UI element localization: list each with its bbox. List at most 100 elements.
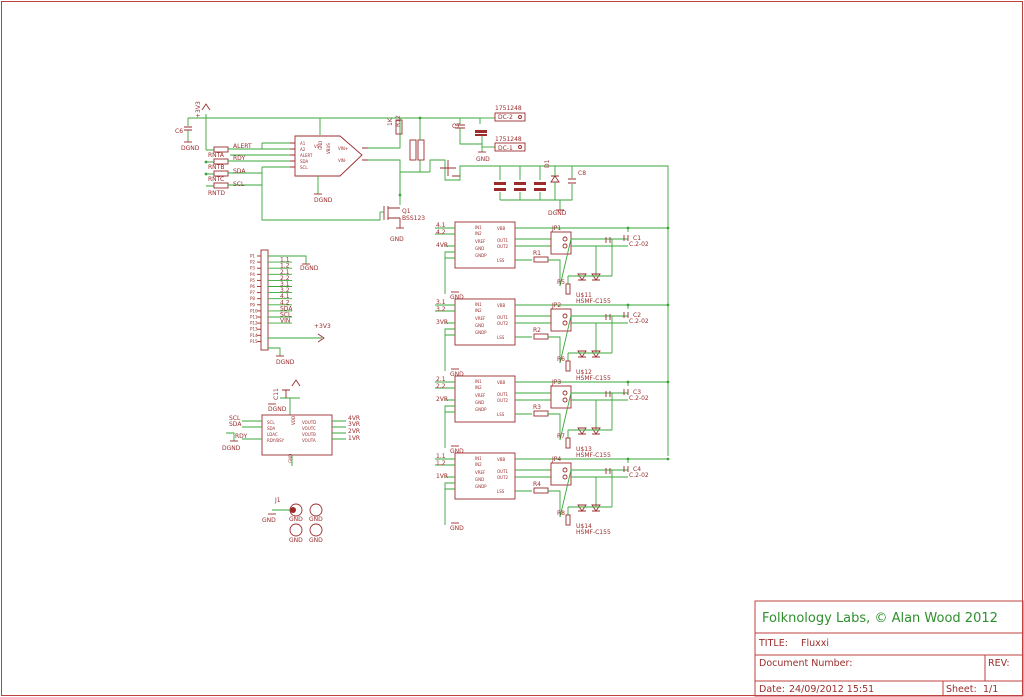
svg-text:RNTA: RNTA [208,152,225,159]
cap-label: C4 [633,466,641,473]
led-resistor-label: R7 [557,433,565,440]
header-pin-label: P11 [250,315,258,320]
svg-text:VOUTB: VOUTB [302,432,316,437]
header-pin-label: P15 [250,339,258,344]
driver-in2: 4.2 [436,229,446,236]
cap-value: C.2-02 [629,241,649,248]
q1-transistor: Q1 BSS123 GND [380,195,425,243]
svg-text:IN2: IN2 [475,308,482,313]
svg-text:GND: GND [288,454,293,463]
svg-text:DC-2: DC-2 [498,114,513,121]
svg-text:A1: A1 [300,141,306,146]
header-pin-label: P14 [250,333,258,338]
svg-text:RDY/BSY: RDY/BSY [267,438,285,443]
svg-text:VOUTD: VOUTD [302,420,316,425]
svg-text:IN1: IN1 [475,456,482,461]
header-net-label: 4.1 [280,293,290,300]
header-pin-label: P4 [250,272,255,277]
header-pin-label: P12 [250,321,258,326]
current-sense-ic [294,135,363,177]
driver-ic [454,452,516,500]
svg-text:GND: GND [318,141,323,150]
svg-text:VREF: VREF [475,470,486,475]
header-pin-label: P1 [250,254,255,259]
bulk-capacitors: C8 D1 DGND [494,159,586,217]
svg-text:GND: GND [289,516,303,523]
header-pin-label: P5 [250,278,255,283]
svg-text:ALERT: ALERT [300,153,313,158]
header-pin: P8 4.1 [250,293,292,301]
svg-text:IN1: IN1 [475,225,482,230]
svg-text:OUT1: OUT1 [497,238,509,243]
date-value: 24/09/2012 15:51 [789,684,874,695]
power-sense-section: +3V3 C6 DGND A1 A2 ALERT SDA SCL VIN+ VI… [175,101,669,456]
driver-in1: 1.1 [436,453,446,460]
svg-text:SCL: SCL [229,415,241,422]
svg-text:D1: D1 [544,159,551,168]
driver-vref: 4VR [436,242,448,249]
header-pin: P1 [250,254,261,259]
header-pin-label: P10 [250,308,258,313]
jumper-label: JP2 [551,302,561,309]
svg-text:GNDP: GNDP [475,330,487,335]
svg-text:VBB: VBB [497,226,505,231]
svg-text:IN2: IN2 [475,385,482,390]
svg-text:SDA: SDA [267,426,276,431]
cap-label: C2 [633,312,641,319]
driver-channel: IN1IN2VREFGNDGNDPVBBOUT1OUT2LSS1.11.21VR… [435,452,670,536]
svg-text:OUT2: OUT2 [497,321,509,326]
svg-text:1751248: 1751248 [495,136,522,143]
svg-text:1751248: 1751248 [495,105,522,112]
svg-text:DGND: DGND [222,445,241,452]
svg-text:GND: GND [475,323,484,328]
sense-resistor-label: R2 [533,327,541,334]
svg-text:VS: VS [314,144,320,149]
svg-text:SCL: SCL [233,181,245,188]
svg-text:R12: R12 [395,115,402,127]
svg-text:DGND: DGND [300,265,319,272]
svg-text:LSS: LSS [497,258,505,263]
driver-in1: 2.1 [436,376,446,383]
svg-text:IN1: IN1 [475,379,482,384]
svg-text:VDD: VDD [291,416,296,425]
led-ref: U$14 [576,523,592,530]
svg-text:OUT2: OUT2 [497,244,509,249]
svg-text:GND: GND [450,525,464,532]
svg-text:3VR: 3VR [348,421,360,428]
sheet-label: Sheet: [946,684,977,695]
svg-text:GND: GND [450,294,464,301]
header-pin-label: P13 [250,327,258,332]
header-pin-label: P8 [250,296,255,301]
net-labels-left: ALERT RDY SDA SCL RNTA RNTB RNTC RNTD [204,143,263,197]
svg-text:VOUTA: VOUTA [302,438,316,443]
svg-text:VBB: VBB [497,380,505,385]
svg-text:SCL: SCL [267,420,275,425]
sheet-value: 1/1 [983,684,998,695]
svg-text:IN2: IN2 [475,462,482,467]
led-resistor-label: R8 [557,510,565,517]
driver-vref: 3VR [436,319,448,326]
svg-text:GND: GND [262,517,276,524]
svg-text:SCL: SCL [300,165,308,170]
svg-text:BSS123: BSS123 [402,215,425,222]
svg-text:J1: J1 [274,497,281,504]
driver-ic [454,298,516,346]
svg-text:GND: GND [289,537,303,544]
power-connector-dc1: 1751248 DC-1 [482,136,526,152]
cap-value: C.2-02 [629,318,649,325]
sense-resistor-label: R4 [533,481,541,488]
svg-text:DGND: DGND [268,406,287,413]
jumper-label: JP4 [551,456,561,463]
rev-label: REV: [988,658,1010,669]
cap-label: C1 [633,235,641,242]
driver-channels: IN1IN2VREFGNDGNDPVBBOUT1OUT2LSS4.14.24VR… [435,221,670,536]
svg-text:C11: C11 [273,388,280,400]
svg-text:VREF: VREF [475,239,486,244]
